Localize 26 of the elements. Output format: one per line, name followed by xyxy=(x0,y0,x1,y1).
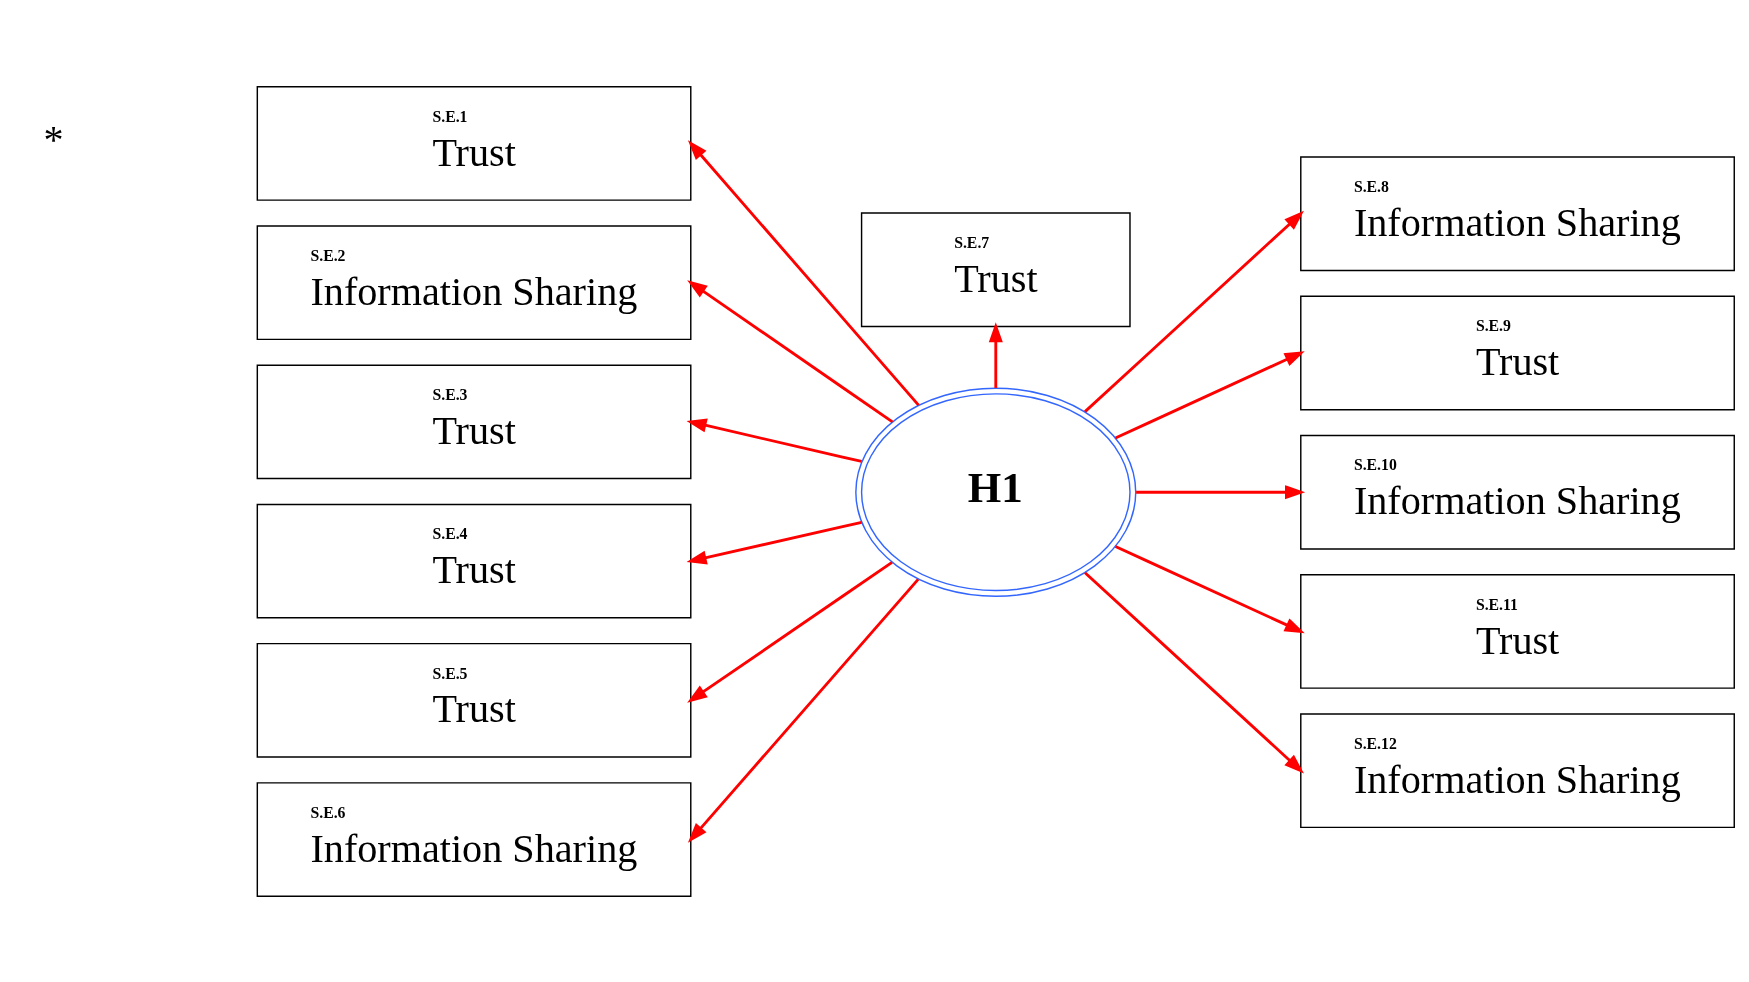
node-box: S.E.12 Information Sharing xyxy=(1300,712,1735,828)
arrow xyxy=(988,321,1003,388)
arrow xyxy=(687,139,920,406)
node-box: S.E.9 Trust xyxy=(1300,295,1735,410)
arrow xyxy=(1114,350,1305,439)
node-box: S.E.3 Trust xyxy=(256,363,692,479)
node-box: S.E.5 Trust xyxy=(256,642,692,758)
node-box: S.E.8 Information Sharing xyxy=(1300,155,1735,271)
arrow xyxy=(687,560,893,703)
node-box: S.E.6 Information Sharing xyxy=(256,781,692,897)
arrow xyxy=(1114,544,1305,633)
arrow xyxy=(1084,210,1304,413)
node-box: S.E.10 Information Sharing xyxy=(1300,434,1735,550)
node-box: S.E.7 Trust xyxy=(860,211,1131,327)
arrow xyxy=(686,520,862,564)
arrow xyxy=(1084,571,1304,774)
label: * xyxy=(43,116,64,162)
arrow xyxy=(686,418,862,463)
arrow xyxy=(687,279,894,423)
node-box: S.E.11 Trust xyxy=(1300,573,1735,689)
node-box: S.E.1 Trust xyxy=(256,85,692,201)
arrow xyxy=(687,577,920,843)
node-ellipse: H1 xyxy=(855,386,1137,597)
node-box: S.E.4 Trust xyxy=(256,503,692,619)
arrow xyxy=(1136,484,1306,499)
node-box: S.E.2 Information Sharing xyxy=(256,224,692,340)
